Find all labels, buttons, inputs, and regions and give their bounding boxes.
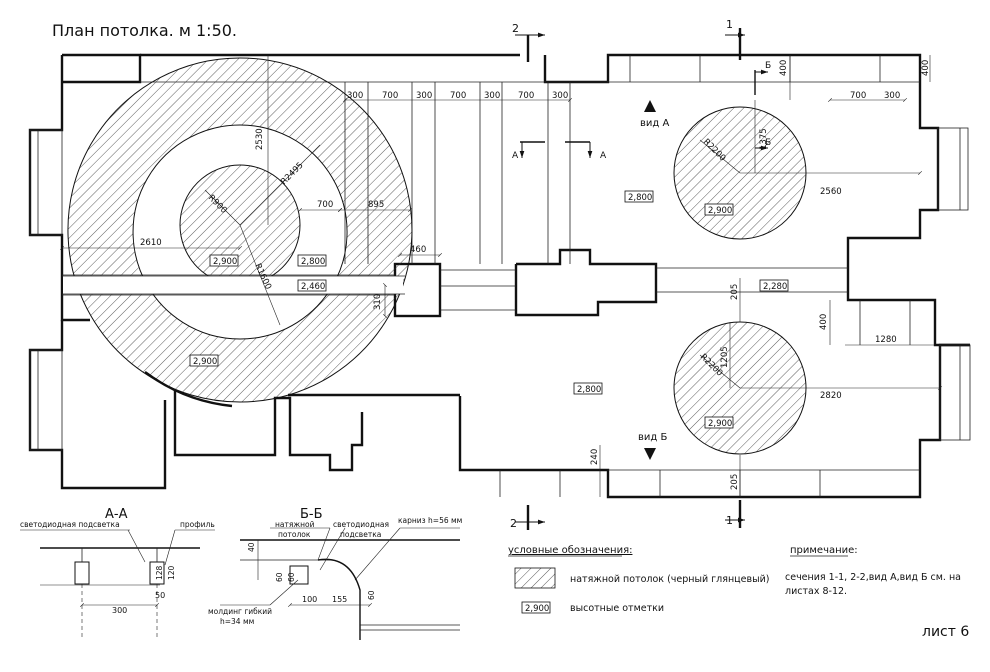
bb-60b: 60 bbox=[287, 572, 296, 582]
dim-2820: 2820 bbox=[820, 391, 842, 401]
large-ring bbox=[62, 57, 413, 408]
dim-700-right: 700 bbox=[850, 91, 866, 101]
bb-100: 100 bbox=[302, 595, 317, 604]
dim-1280: 1280 bbox=[875, 335, 897, 345]
view-a-label: вид А bbox=[640, 118, 669, 129]
section-1-bottom: 1 bbox=[726, 514, 733, 527]
dim-300-2: 300 bbox=[416, 91, 432, 101]
dim-2560: 2560 bbox=[820, 187, 842, 197]
aa-120: 120 bbox=[167, 565, 176, 580]
section-aa-title: А-А bbox=[105, 507, 128, 522]
height-2800-top: 2,800 bbox=[628, 193, 652, 203]
section-a-right: А bbox=[600, 151, 607, 161]
bb-led-b: подсветка bbox=[340, 530, 381, 539]
dim-895: 895 bbox=[368, 200, 384, 210]
dim-400-top: 400 bbox=[779, 60, 789, 76]
note-line2: листах 8-12. bbox=[785, 586, 847, 597]
section-cuts bbox=[515, 28, 768, 530]
dim-300-1: 300 bbox=[347, 91, 363, 101]
bb-molding: молдинг гибкий bbox=[208, 607, 272, 616]
height-2800-bottom: 2,800 bbox=[577, 385, 601, 395]
section-b-top: Б bbox=[765, 61, 771, 71]
legend-mark-label: высотные отметки bbox=[570, 603, 664, 614]
legend: условные обозначения: натяжной потолок (… bbox=[508, 545, 769, 614]
dim-240: 240 bbox=[590, 449, 600, 465]
height-2900-view-a: 2,900 bbox=[708, 206, 732, 216]
section-aa: А-А светодиодная подсветка профиль 300 5… bbox=[20, 507, 215, 640]
legend-hatch-label: натяжной потолок (черный глянцевый) bbox=[570, 574, 769, 585]
legend-hatch-swatch bbox=[514, 567, 556, 589]
bb-molding-h: h=34 мм bbox=[220, 617, 254, 626]
aa-50: 50 bbox=[155, 591, 165, 600]
bb-155: 155 bbox=[332, 595, 347, 604]
dim-300-3: 300 bbox=[484, 91, 500, 101]
note: примечание: сечения 1-1, 2-2,вид А,вид Б… bbox=[785, 545, 961, 597]
bb-60c: 60 bbox=[367, 590, 376, 600]
dim-400-mid: 400 bbox=[819, 314, 829, 330]
dim-300-right: 300 bbox=[884, 91, 900, 101]
dim-400-corner: 400 bbox=[921, 60, 931, 76]
note-title: примечание: bbox=[790, 545, 858, 556]
bb-40: 40 bbox=[247, 542, 256, 552]
dim-2610: 2610 bbox=[140, 238, 162, 248]
plan-title: План потолка. м 1:50. bbox=[52, 21, 237, 40]
section-2-bottom: 2 bbox=[510, 517, 517, 530]
section-bb: Б-Б натяжной потолок светодиодная подсве… bbox=[208, 507, 462, 640]
height-2900-ring: 2,900 bbox=[193, 357, 217, 367]
beam-lines bbox=[344, 55, 911, 497]
dim-300-4: 300 bbox=[552, 91, 568, 101]
sheet-number: лист 6 bbox=[922, 624, 969, 640]
dim-205-b: 205 bbox=[730, 474, 740, 490]
section-2-top: 2 bbox=[512, 22, 519, 35]
dim-700-3: 700 bbox=[518, 91, 534, 101]
legend-title: условные обозначения: bbox=[508, 545, 632, 556]
dim-r2495: R2495 bbox=[279, 161, 306, 188]
bb-stretch: натяжной bbox=[275, 520, 315, 529]
aa-profile: профиль bbox=[180, 520, 215, 529]
section-1-top: 1 bbox=[726, 18, 733, 31]
dimension-lines bbox=[62, 55, 940, 497]
bb-60: 60 bbox=[275, 572, 284, 582]
height-marks: 2,900 2,800 2,460 2,900 2,800 2,900 2,28… bbox=[189, 190, 789, 429]
bb-led-a: светодиодная bbox=[333, 520, 389, 529]
legend-mark-value: 2,900 bbox=[525, 604, 549, 614]
dim-460: 460 bbox=[410, 245, 426, 255]
section-b-bottom: Б bbox=[765, 138, 771, 148]
dim-2530: 2530 bbox=[255, 128, 265, 150]
dim-310: 310 bbox=[373, 294, 383, 310]
dim-700-b: 700 bbox=[317, 200, 333, 210]
bb-stretch2: потолок bbox=[278, 530, 311, 539]
height-2900-center: 2,900 bbox=[213, 257, 237, 267]
dim-700-1: 700 bbox=[382, 91, 398, 101]
dim-1375: 1375 bbox=[759, 128, 769, 150]
dim-1205: 1205 bbox=[720, 346, 730, 368]
aa-128: 128 bbox=[155, 565, 164, 580]
aa-300: 300 bbox=[112, 606, 127, 615]
dim-700-2: 700 bbox=[450, 91, 466, 101]
height-2280: 2,280 bbox=[763, 282, 787, 292]
height-2800-left: 2,800 bbox=[301, 257, 325, 267]
section-a-left: А bbox=[512, 151, 519, 161]
height-2460: 2,460 bbox=[301, 282, 325, 292]
view-b-label: вид Б bbox=[638, 432, 667, 443]
note-line1: сечения 1-1, 2-2,вид А,вид Б см. на bbox=[785, 572, 961, 583]
section-bb-title: Б-Б bbox=[300, 507, 323, 522]
aa-led: светодиодная подсветка bbox=[20, 520, 120, 529]
bb-cornice: карниз h=56 мм bbox=[398, 516, 462, 525]
height-2900-view-b: 2,900 bbox=[708, 419, 732, 429]
dim-205: 205 bbox=[730, 284, 740, 300]
